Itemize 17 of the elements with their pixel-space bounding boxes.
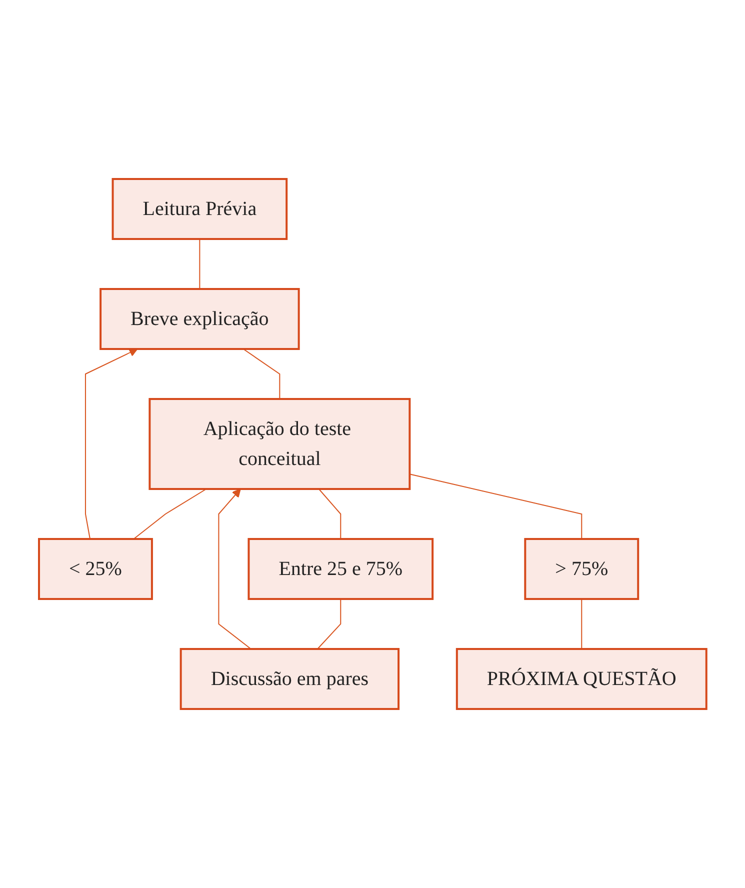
node-box: Entre 25 e 75% [248,538,434,600]
connector [199,238,200,290]
node-box: > 75% [524,538,639,600]
arrow [218,488,252,650]
connector [132,488,207,540]
node-box: Aplicação do teste conceitual [148,398,410,490]
connector [409,474,582,540]
connector [242,348,280,400]
connector [316,598,341,650]
connector [318,488,341,540]
arrow [84,348,138,540]
node-box: < 25% [38,538,153,600]
node-box: Discussão em pares [180,648,400,710]
node-box: Leitura Prévia [112,178,288,240]
connector [580,598,582,650]
node-box: Breve explicação [99,288,300,350]
node-box: PRÓXIMA QUESTÃO [456,648,708,710]
